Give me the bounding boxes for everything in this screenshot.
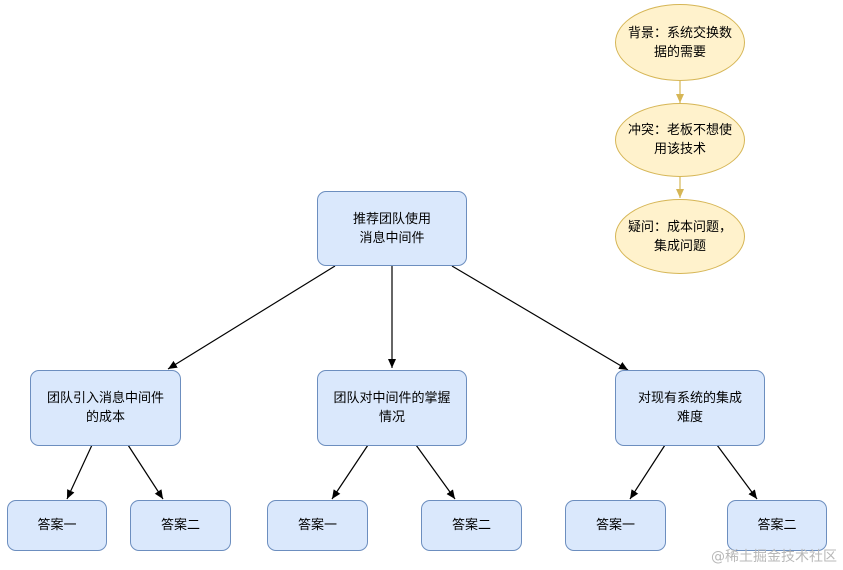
root-node: 推荐团队使用 消息中间件 (317, 191, 467, 266)
edge-root-to-branch-1 (167, 265, 336, 370)
story-background-ellipse: 背景：系统交换数 据的需要 (615, 4, 745, 81)
edge-branch-3-to-answer-1 (629, 444, 666, 500)
story-question-ellipse: 疑问：成本问题， 集成问题 (615, 199, 745, 274)
edge-root-to-branch-3 (451, 265, 629, 371)
edge-branch-1-to-answer-1 (66, 444, 93, 500)
answer-node: 答案二 (727, 500, 827, 551)
edge-branch-3-to-answer-2 (716, 444, 758, 500)
edge-branch-1-to-answer-2 (127, 444, 164, 500)
edge-branch-2-to-answer-2 (415, 444, 456, 500)
answer-node: 答案二 (421, 500, 522, 551)
branch-node-integration: 对现有系统的集成 难度 (615, 370, 765, 446)
answer-node: 答案一 (565, 500, 666, 551)
answer-node: 答案二 (130, 500, 231, 551)
answer-node: 答案一 (7, 500, 107, 551)
story-conflict-ellipse: 冲突：老板不想使 用该技术 (615, 103, 745, 177)
branch-node-mastery: 团队对中间件的掌握 情况 (317, 370, 467, 446)
answer-node: 答案一 (267, 500, 368, 551)
edge-branch-2-to-answer-1 (331, 444, 369, 500)
branch-node-cost: 团队引入消息中间件 的成本 (30, 370, 181, 446)
watermark-text: @稀土掘金技术社区 (711, 549, 837, 565)
